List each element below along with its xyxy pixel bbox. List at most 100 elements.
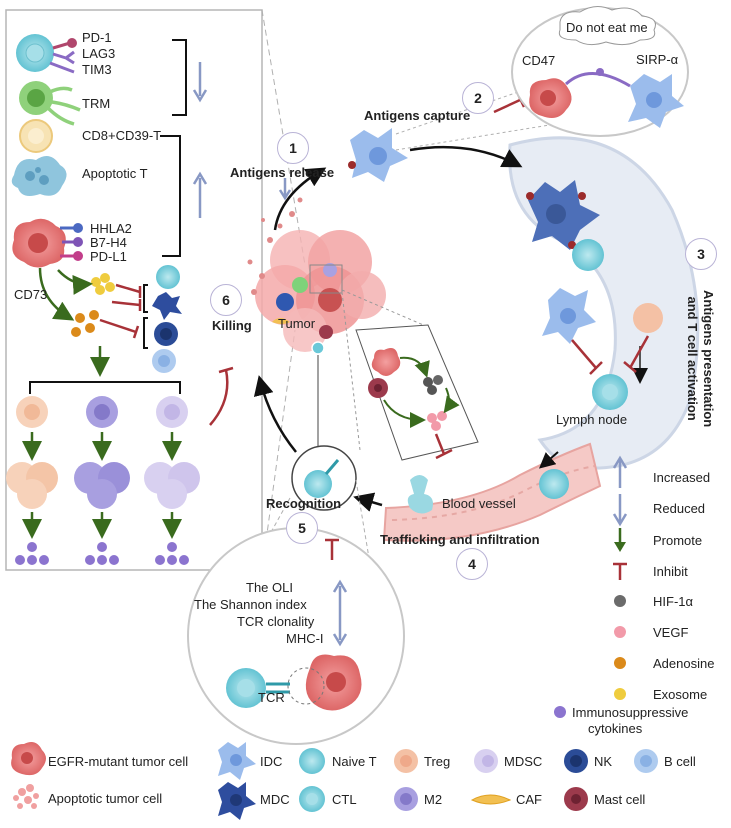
arrow-capture-to-ln (409, 145, 523, 168)
step-3-label-line1: Antigens presentation (701, 290, 716, 428)
tcr-interaction (226, 654, 362, 711)
inhibit-killing-left (209, 369, 229, 426)
legend-vegf: VEGF (653, 625, 689, 640)
mhc-label: MHC-I (286, 631, 324, 646)
speech-text: Do not eat me (566, 20, 648, 35)
cd47-tumor-cell (529, 78, 572, 118)
lymph-node-naive-t (572, 239, 604, 271)
bracket-top (172, 39, 187, 116)
tcr-label: TCR (258, 690, 285, 705)
lymph-node-idc (542, 288, 596, 344)
step-2-label: Antigens capture (364, 108, 471, 123)
cd47-label: CD47 (522, 53, 556, 68)
label-pdl1: PD-L1 (90, 249, 127, 264)
legend-exosome: Exosome (653, 687, 708, 702)
sirp-label: SIRP-α (636, 52, 679, 67)
label-tim3: TIM3 (82, 62, 112, 77)
legend-caf: CAF (516, 792, 542, 807)
label-lag3: LAG3 (82, 46, 116, 61)
label-apoptotic-t: Apoptotic T (82, 166, 148, 181)
legend-cytokines-1: Immunosuppressive (572, 705, 689, 720)
cd47-sirp-bond (564, 72, 631, 88)
capturing-idc-icon (348, 128, 408, 182)
legend-mdc: MDC (260, 792, 290, 807)
mdsc-column (144, 396, 200, 565)
label-cd8-cd39: CD8+CD39-T (82, 128, 162, 143)
antigen-debris (247, 197, 303, 295)
step-2-badge: 2 (462, 82, 494, 114)
extravasating-t-cell (407, 475, 433, 514)
oli-label: The OLI (246, 580, 293, 595)
legend-cytokines-2: cytokines (588, 721, 643, 736)
cd8-cd39-t-cell-icon (19, 119, 53, 153)
legend-apoptotic-tumor: Apoptotic tumor cell (48, 791, 163, 806)
arrow-killing (253, 375, 297, 453)
m2-column (74, 396, 130, 565)
label-hhla2: HHLA2 (90, 221, 132, 236)
step-3-badge: 3 (685, 238, 717, 270)
tree-bracket (29, 381, 181, 394)
bracket-mid (160, 135, 181, 257)
legend-mast-cell: Mast cell (594, 792, 646, 807)
legend-m2: M2 (424, 792, 443, 807)
lymph-node-label: Lymph node (556, 412, 628, 427)
apoptotic-t-cell-icon (11, 156, 67, 196)
target-immune-cells (152, 265, 182, 373)
treg-column (6, 396, 58, 565)
tumor-label: Tumor (278, 316, 316, 331)
legend-b-cell: B cell (664, 754, 696, 769)
tcr-clonality-label: TCR clonality (237, 614, 315, 629)
label-trm: TRM (82, 96, 111, 111)
label-pd1: PD-1 (82, 30, 112, 45)
legend-egfr-tumor: EGFR-mutant tumor cell (48, 754, 189, 769)
legend-idc: IDC (260, 754, 283, 769)
exhausted-t-cell-icon (16, 34, 77, 74)
legend-ctl: CTL (332, 792, 357, 807)
zoom-line-top (261, 9, 306, 266)
inset-content (368, 348, 460, 460)
lymph-node-mdc (526, 180, 600, 250)
vessel-t-cell (539, 469, 569, 499)
shannon-label: The Shannon index (194, 597, 307, 612)
legend-icons-bottom (11, 742, 658, 820)
blood-vessel-label: Blood vessel (442, 496, 516, 511)
promote-arrow-exosome (57, 269, 93, 295)
step-4-label: Trafficking and infiltration (380, 532, 540, 547)
tumor-zoom-box (309, 264, 343, 294)
step-3-label-line2: and T cell activation (685, 296, 700, 421)
arrow-recognition (353, 492, 383, 512)
label-b7h4: B7-H4 (90, 235, 127, 250)
tumor-cell-ligands-icon (12, 218, 83, 268)
step-6-label: Killing (212, 318, 252, 333)
step-5-label: Recognition (266, 496, 342, 511)
legend-increased: Increased (653, 470, 711, 485)
legend-promote: Promote (653, 533, 703, 548)
sirp-macrophage (628, 74, 684, 128)
adenosine-cluster-icon (71, 310, 99, 337)
arrow-release (273, 167, 327, 231)
step-1-label: Antigens release (230, 165, 335, 180)
exosome-cluster-icon (91, 273, 115, 295)
zoom-line-bottom (261, 329, 296, 571)
step-6-badge: 6 (210, 284, 242, 316)
promote-arrow-cd73 (38, 267, 75, 321)
step-3-label: Antigens presentation and T cell activat… (684, 290, 716, 427)
legend-icons-right (554, 455, 628, 718)
step-5-badge: 5 (286, 512, 318, 544)
step-4-badge: 4 (456, 548, 488, 580)
legend-hif: HIF-1α (653, 594, 694, 609)
step-1-badge: 1 (277, 132, 309, 164)
tumor-mass (255, 230, 386, 355)
legend-inhibit: Inhibit (653, 564, 688, 579)
label-cd73: CD73 (14, 287, 48, 302)
speech-cloud (558, 6, 656, 46)
legend-naive-t: Naive T (332, 754, 377, 769)
legend-reduced: Reduced (653, 501, 706, 516)
legend-mdsc: MDSC (504, 754, 543, 769)
legend-adenosine: Adenosine (653, 656, 715, 671)
inhibit-lines-left (99, 283, 142, 339)
trm-cell-icon (19, 81, 81, 126)
inhibit-capture (493, 98, 521, 114)
